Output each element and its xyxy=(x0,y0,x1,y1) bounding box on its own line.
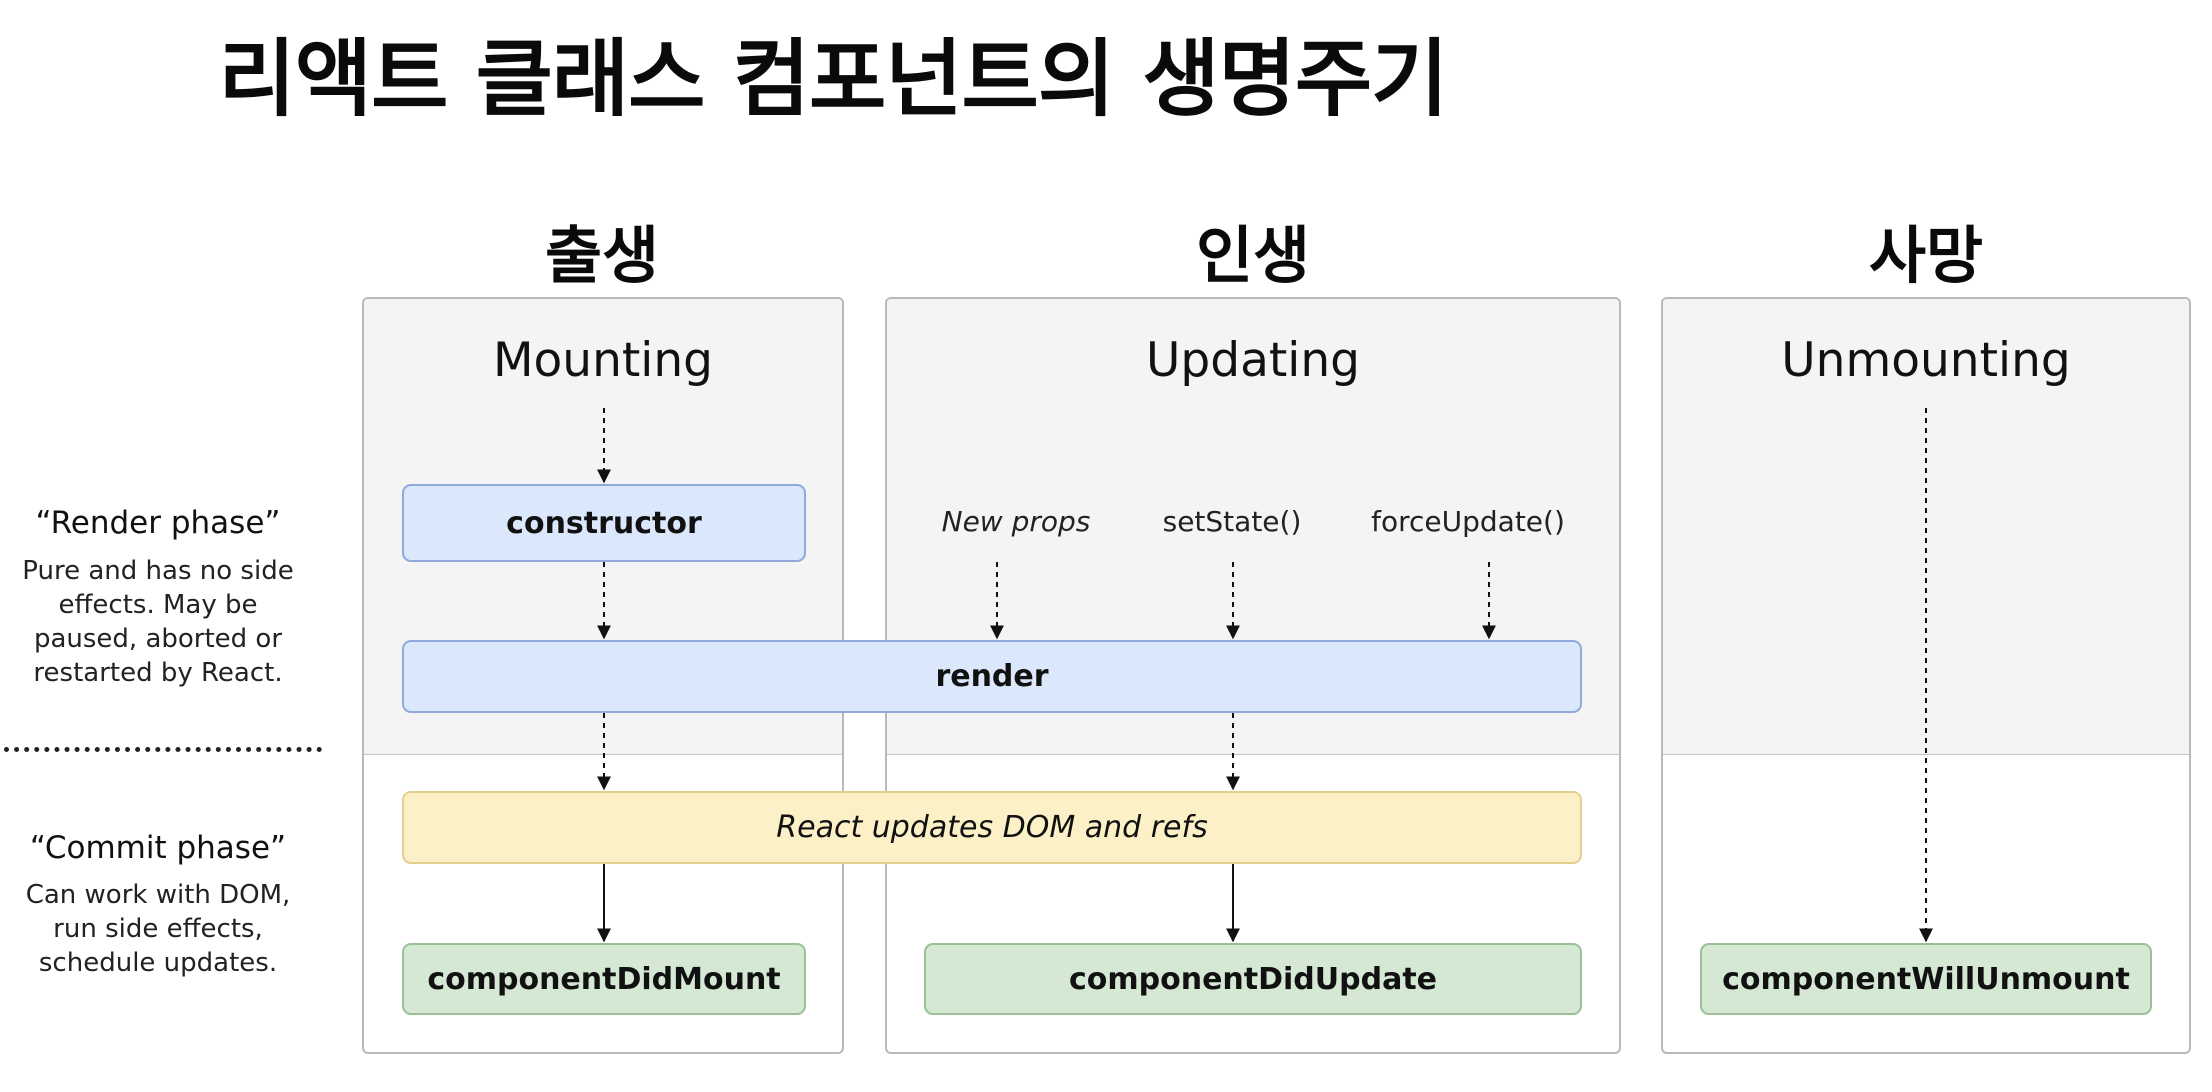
render-phase-description: Pure and has no side effects. May be pau… xyxy=(4,554,312,690)
commit-phase-line: schedule updates. xyxy=(38,948,278,978)
render-box: render xyxy=(402,640,1582,713)
mounting-heading: Mounting xyxy=(493,333,713,388)
render-phase-line: paused, aborted or xyxy=(33,624,283,654)
component-will-unmount-box: componentWillUnmount xyxy=(1700,943,2152,1015)
page-title: 리액트 클래스 컴포넌트의 생명주기 xyxy=(218,30,1449,128)
updating-heading: Updating xyxy=(1146,333,1360,388)
commit-phase-description: Can work with DOM, run side effects, sch… xyxy=(4,878,312,980)
commit-phase-line: Can work with DOM, xyxy=(25,880,291,910)
render-phase-line: Pure and has no side xyxy=(22,556,294,586)
trigger-new-props: New props xyxy=(941,505,1091,538)
render-phase-title: “Render phase” xyxy=(35,505,281,541)
commit-phase-line: run side effects, xyxy=(53,914,263,944)
trigger-force-update: forceUpdate() xyxy=(1371,505,1565,538)
component-did-update-box: componentDidUpdate xyxy=(924,943,1582,1015)
commit-phase-title: “Commit phase” xyxy=(29,830,287,866)
render-phase-line: effects. May be xyxy=(58,590,258,620)
trigger-set-state: setState() xyxy=(1162,505,1302,538)
dom-update-box: React updates DOM and refs xyxy=(402,791,1582,864)
component-did-mount-box: componentDidMount xyxy=(402,943,806,1015)
render-phase-line: restarted by React. xyxy=(33,658,283,688)
constructor-box: constructor xyxy=(402,484,806,562)
phase-divider xyxy=(4,747,322,752)
unmounting-heading: Unmounting xyxy=(1781,333,2071,388)
